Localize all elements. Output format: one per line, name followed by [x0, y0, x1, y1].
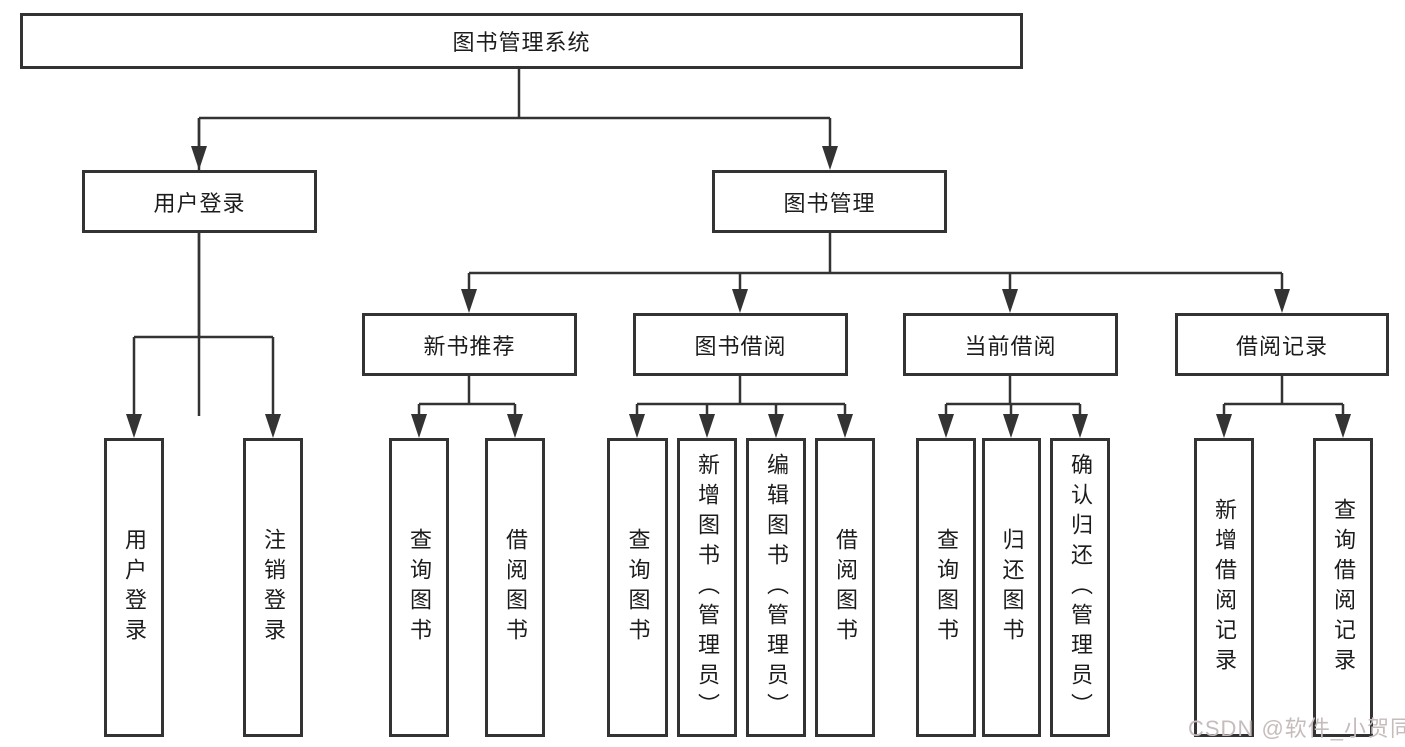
leaf-query-borrow-record: 查询借阅记录	[1313, 438, 1373, 737]
leaf-return-books: 归还图书	[982, 438, 1041, 737]
node-new-book-recommend: 新书推荐	[362, 313, 577, 376]
leaf-add-books-admin: 新增图书（管理员）	[677, 438, 737, 737]
node-library-management-system: 图书管理系统	[20, 13, 1023, 69]
leaf-borrow-books: 借阅图书	[815, 438, 875, 737]
leaf-query-books-borrowing: 查询图书	[607, 438, 668, 737]
leaf-query-books-recommend: 查询图书	[389, 438, 449, 737]
leaf-logout: 注销登录	[243, 438, 303, 737]
node-current-borrowing: 当前借阅	[903, 313, 1118, 376]
node-borrowing-records: 借阅记录	[1175, 313, 1389, 376]
node-user-login: 用户登录	[82, 170, 317, 233]
leaf-confirm-return-admin: 确认归还（管理员）	[1050, 438, 1110, 737]
node-book-management: 图书管理	[712, 170, 947, 233]
leaf-query-books-current: 查询图书	[916, 438, 976, 737]
leaf-add-borrow-record: 新增借阅记录	[1194, 438, 1254, 737]
leaf-borrow-books-recommend: 借阅图书	[485, 438, 545, 737]
leaf-edit-books-admin: 编辑图书（管理员）	[746, 438, 806, 737]
leaf-user-login: 用户登录	[104, 438, 164, 737]
arrowheads	[126, 146, 1351, 438]
csdn-watermark: CSDN @软件_小贺同学	[1188, 716, 1405, 741]
node-book-borrowing: 图书借阅	[633, 313, 848, 376]
